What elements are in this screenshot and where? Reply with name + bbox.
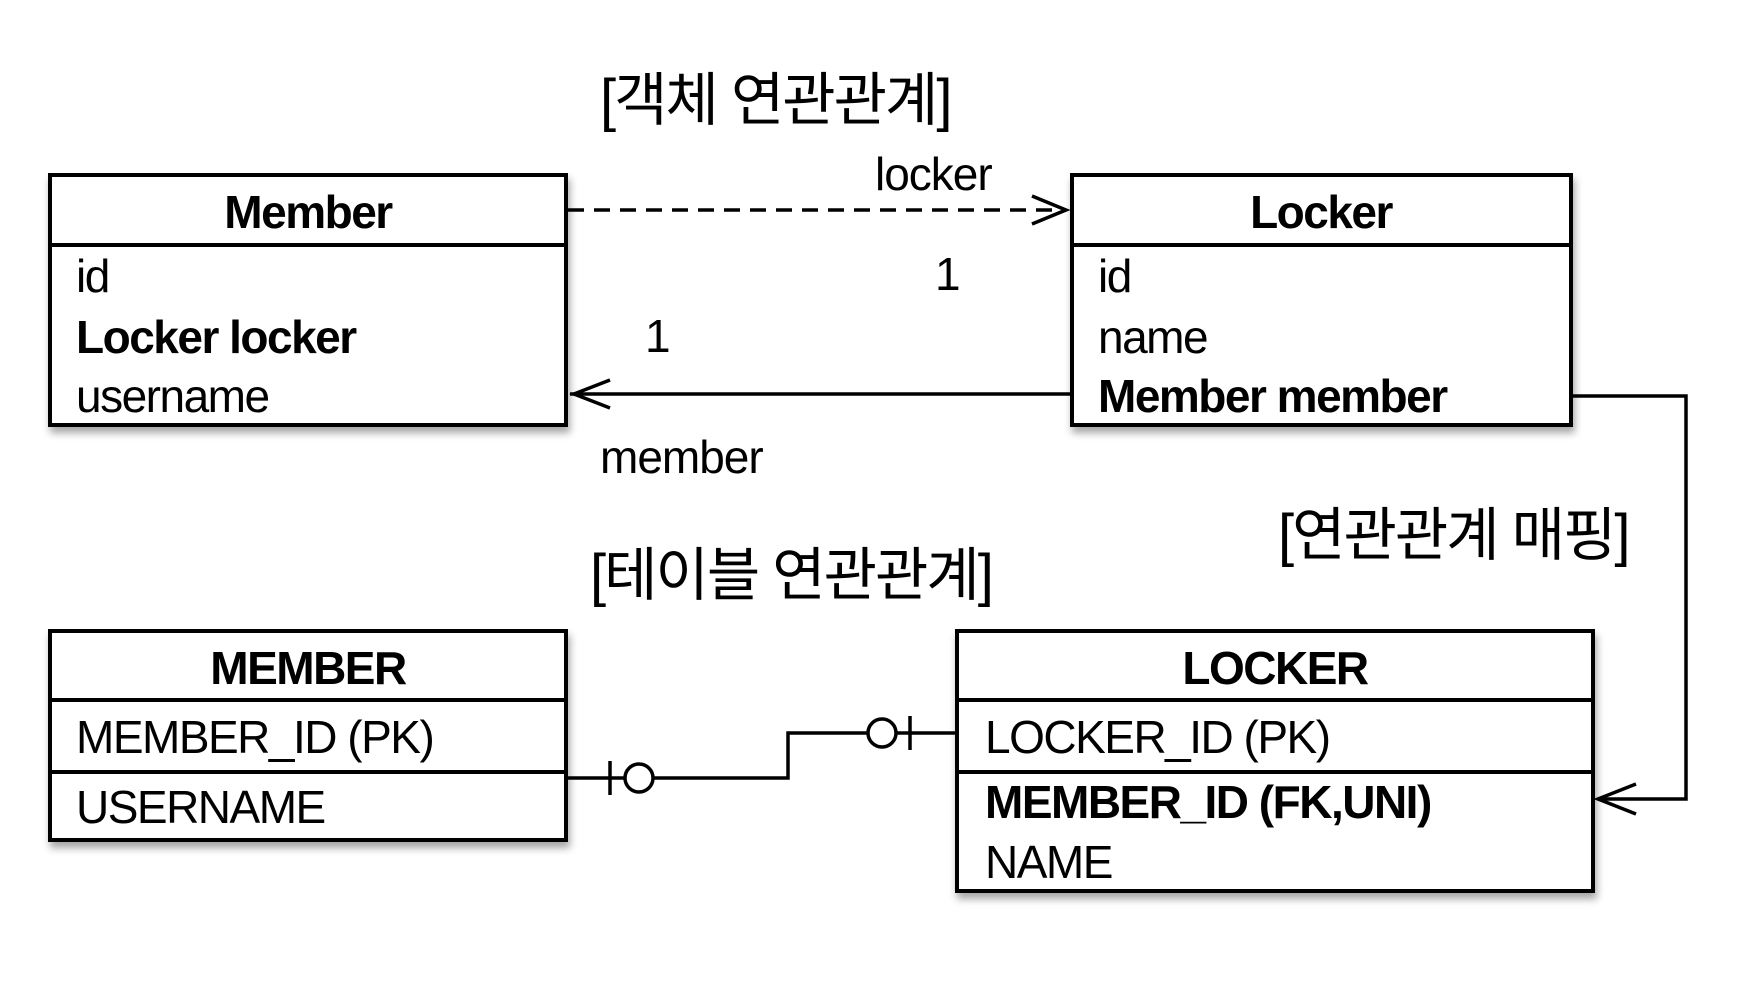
zero-circle-icon: [623, 762, 655, 794]
member-table-username-column: USERNAME: [76, 781, 325, 833]
locker-table-pk-column: LOCKER_ID (PK): [985, 711, 1330, 763]
zero-circle-icon: [866, 717, 898, 749]
member-field-id: id: [76, 250, 109, 302]
locker-field-id: id: [1098, 250, 1131, 302]
member-table-frame: [48, 629, 568, 842]
multiplicity-label-member: 1: [645, 310, 670, 362]
member-class-name: Member: [224, 186, 393, 238]
member-class-box: Member id Locker locker username: [48, 173, 568, 427]
member-table-box: MEMBER MEMBER_ID (PK) USERNAME: [48, 629, 568, 842]
er-relationship-line: [566, 731, 957, 780]
role-label-locker: locker: [875, 148, 992, 200]
locker-class-frame: [1070, 173, 1573, 427]
mapping-line: [1573, 394, 1688, 801]
locker-class-box: Locker id name Member member: [1070, 173, 1573, 427]
table-relationship-title: [테이블 연관관계]: [590, 543, 992, 608]
member-to-locker-association: locker 1: [568, 148, 1071, 300]
role-label-member: member: [600, 431, 763, 483]
locker-table-box: LOCKER LOCKER_ID (PK) MEMBER_ID (FK,UNI)…: [955, 629, 1595, 893]
locker-table-name-column: NAME: [985, 836, 1112, 888]
table-relationship-connector: [566, 716, 957, 795]
locker-table-frame: [955, 629, 1595, 893]
relationship-mapping-title: [연관관계 매핑]: [1278, 503, 1629, 568]
object-relationship-title: [객체 연관관계]: [600, 68, 951, 133]
member-field-locker: Locker locker: [76, 311, 357, 363]
locker-table-fk-column: MEMBER_ID (FK,UNI): [985, 776, 1431, 828]
member-class-frame: [48, 173, 568, 427]
locker-field-name: name: [1098, 311, 1207, 363]
locker-table-name: LOCKER: [1182, 642, 1369, 694]
open-arrowhead-icon: [569, 378, 611, 410]
locker-field-member: Member member: [1098, 370, 1448, 422]
locker-to-member-association: member 1: [569, 310, 1072, 483]
locker-class-name: Locker: [1250, 186, 1393, 238]
multiplicity-label-locker: 1: [935, 248, 960, 300]
relationship-mapping-connector: [1573, 394, 1688, 816]
member-table-pk-column: MEMBER_ID (PK): [76, 711, 433, 763]
open-arrowhead-icon: [1593, 782, 1637, 816]
open-arrowhead-icon: [1031, 194, 1071, 226]
member-table-name: MEMBER: [210, 642, 407, 694]
member-field-username: username: [76, 370, 269, 422]
